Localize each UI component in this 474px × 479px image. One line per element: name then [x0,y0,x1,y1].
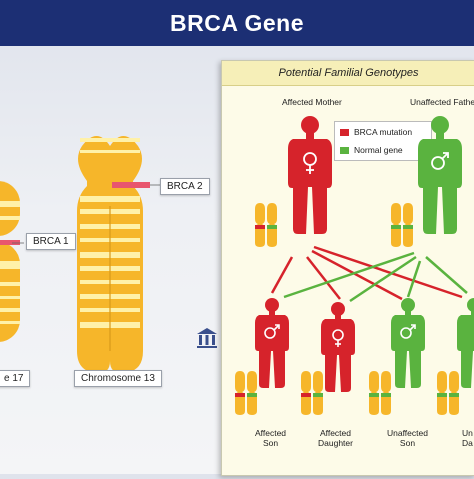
legend-item-mutation: BRCA mutation [335,124,431,140]
affected-daughter-chromosomes [301,371,323,415]
title-bar: BRCA Gene [0,0,474,46]
chromosome-13-label: Chromosome 13 [74,370,162,387]
page-title: BRCA Gene [170,9,304,36]
chromosome-17-label: e 17 [0,370,31,387]
male-symbol-icon [431,152,449,170]
brca2-label: BRCA 2 [160,178,210,195]
normal-swatch [340,146,349,154]
male-symbol-icon [264,324,280,339]
chromosome-17 [0,181,20,342]
brca1-label: BRCA 1 [26,233,76,250]
chromosome-illustration [0,136,160,373]
father-chromosomes [391,203,413,247]
male-symbol-icon [400,324,416,339]
brca2-marker [112,182,150,188]
chromosome-panel: BRCA 1 BRCA 2 e 17 Chromosome 13 [0,46,225,474]
legend-item-normal: Normal gene [335,142,431,158]
unaffected-daughter-figure [457,298,474,388]
unaffected-father-label: Unaffected Father [410,97,474,107]
legend: BRCA mutation Normal gene [334,121,432,161]
normal-arrows [283,251,468,303]
columns-logo-icon [197,328,217,348]
pedigree-diagram [235,116,474,415]
mutation-arrows [270,245,463,301]
affected-daughter-figure [321,302,355,392]
legend-mutation-label: BRCA mutation [354,127,413,137]
affected-mother-label: Affected Mother [282,97,342,107]
mutation-swatch [340,128,349,136]
unaffected-son-figure [391,298,425,388]
legend-normal-label: Normal gene [354,145,403,155]
card-title: Potential Familial Genotypes [278,67,419,79]
unaffected-daughter-chromosomes [437,371,459,415]
female-symbol-icon [303,152,317,174]
affected-son-chromosomes [235,371,257,415]
affected-son-figure [255,298,289,388]
card-title-bar: Potential Familial Genotypes [222,61,474,86]
female-symbol-icon [332,329,344,347]
affected-mother-figure [288,116,332,234]
unaffected-father-figure [418,116,462,234]
brca1-marker [0,240,20,245]
chromosome-13 [77,136,150,373]
mother-chromosomes [255,203,277,247]
unaffected-son-chromosomes [369,371,391,415]
genotype-card: Potential Familial Genotypes Affected Mo… [221,60,474,476]
